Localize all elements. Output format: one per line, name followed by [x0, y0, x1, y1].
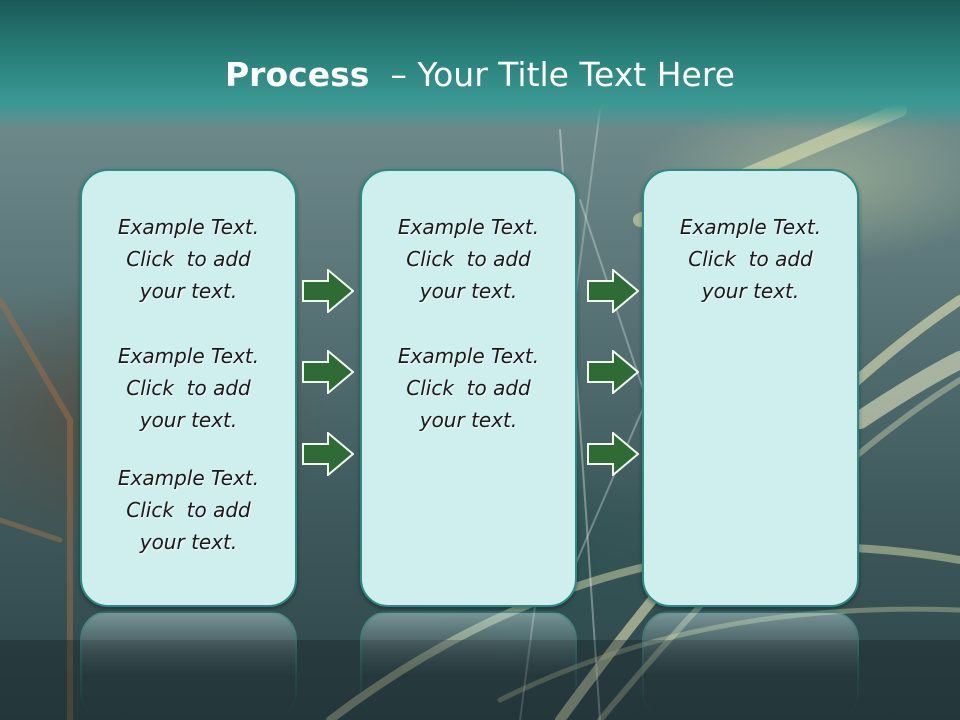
- text-item[interactable]: Example Text. Click to add your text.: [644, 211, 857, 307]
- right-arrow-icon[interactable]: [302, 350, 354, 394]
- text-item[interactable]: Example Text. Click to add your text.: [362, 340, 575, 436]
- process-box-1[interactable]: Example Text. Click to add your text. Ex…: [80, 169, 297, 607]
- box-reflection: [642, 611, 859, 720]
- process-box-2[interactable]: Example Text. Click to add your text. Ex…: [360, 169, 577, 607]
- right-arrow-icon[interactable]: [302, 432, 354, 476]
- text-line: your text.: [419, 408, 518, 432]
- box-reflection: [360, 611, 577, 720]
- text-line: Example Text.: [117, 215, 260, 239]
- text-line: your text.: [139, 279, 238, 303]
- right-arrow-icon[interactable]: [587, 350, 639, 394]
- text-item[interactable]: Example Text. Click to add your text.: [362, 211, 575, 307]
- text-line: Example Text.: [397, 344, 540, 368]
- text-line: Example Text.: [117, 466, 260, 490]
- title-subtitle-text: – Your Title Text Here: [369, 55, 735, 94]
- right-arrow-icon[interactable]: [587, 432, 639, 476]
- right-arrow-icon[interactable]: [587, 269, 639, 313]
- text-line: Example Text.: [117, 344, 260, 368]
- text-line: Click to add: [126, 498, 251, 522]
- text-line: your text.: [139, 530, 238, 554]
- text-line: Example Text.: [679, 215, 822, 239]
- slide-title[interactable]: Process – Your Title Text Here: [0, 52, 960, 98]
- text-line: your text.: [419, 279, 518, 303]
- process-box-3[interactable]: Example Text. Click to add your text.: [642, 169, 859, 607]
- text-line: Click to add: [406, 376, 531, 400]
- text-line: your text.: [701, 279, 800, 303]
- title-band: [0, 0, 960, 130]
- text-item[interactable]: Example Text. Click to add your text.: [82, 462, 295, 558]
- text-line: Click to add: [126, 376, 251, 400]
- text-line: Click to add: [406, 247, 531, 271]
- box-reflection: [80, 611, 297, 720]
- right-arrow-icon[interactable]: [302, 269, 354, 313]
- title-bold-text: Process: [225, 55, 370, 94]
- text-line: Click to add: [126, 247, 251, 271]
- text-line: Click to add: [688, 247, 813, 271]
- text-line: Example Text.: [397, 215, 540, 239]
- text-item[interactable]: Example Text. Click to add your text.: [82, 211, 295, 307]
- text-line: your text.: [139, 408, 238, 432]
- text-item[interactable]: Example Text. Click to add your text.: [82, 340, 295, 436]
